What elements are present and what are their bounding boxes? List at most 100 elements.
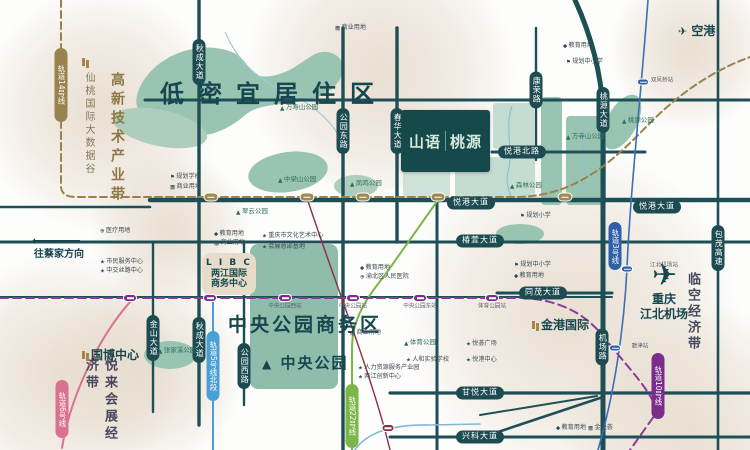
- poi-text: 商业用地: [220, 239, 245, 247]
- park-label: ▲万寿山公园: [280, 104, 318, 111]
- direction-caijia: 往蔡家方向: [32, 238, 84, 260]
- station-name-label: 中央公园西站: [268, 303, 302, 310]
- station-name-label: 碧津站: [631, 343, 649, 350]
- poi-text: 市民服务中心: [106, 258, 143, 266]
- metro-line-22: [351, 199, 439, 450]
- poi-label: ⊕医疗用地: [100, 228, 130, 234]
- poi-text: 中交丝路中心: [106, 267, 143, 275]
- road-label-pill: 包茂高速: [711, 225, 725, 271]
- park-icon: ▲: [262, 357, 274, 371]
- road-label-pill: 同茂大道: [519, 286, 567, 300]
- airport-city-label: ✈ 空港: [678, 24, 716, 38]
- poi-label: ◆教育用地: [563, 43, 593, 49]
- poi-label: ▦商业用地: [214, 240, 245, 246]
- landmark-star-icon: ★: [100, 267, 105, 274]
- park-icon: ▲: [510, 182, 515, 189]
- metro-line-pill: 轨道22号线: [345, 384, 359, 448]
- metro-line-branch: [306, 197, 391, 450]
- park-label: ▲方寺山公园: [566, 133, 604, 140]
- landmark-star-icon: ★: [358, 364, 363, 371]
- metro-station-marker: [203, 192, 219, 202]
- road-label-pill: 公园西路: [237, 343, 251, 389]
- poi-text: 重庆市文化艺术中心: [268, 232, 324, 240]
- park-icon: ▲: [280, 104, 285, 111]
- metro-station-marker: [299, 192, 315, 202]
- poi-text: 商业用地: [176, 183, 201, 191]
- planned-school-flag-icon: ⚑: [170, 173, 175, 180]
- station-name-label: 中央公园站: [339, 303, 367, 310]
- poi-label: ◆教育用地: [360, 265, 390, 271]
- park-label: ▲体育公园: [404, 339, 436, 346]
- road-label-pill: 桃源大道: [596, 87, 610, 133]
- poi-text: 规划小学: [526, 212, 551, 220]
- poi-label: ⚑规划学校: [170, 174, 201, 180]
- planned-school-flag-icon: ⚑: [566, 58, 571, 65]
- poi-label: ▦金悦荟: [588, 425, 613, 431]
- park-name: 凤鸣公园: [355, 180, 382, 188]
- road-label-pill: 悦港大道: [447, 196, 495, 210]
- airport-name: 重庆江北机场: [639, 292, 688, 321]
- road-label-pill: 公园东路: [336, 108, 350, 154]
- park-label: ▲桃源公园: [622, 117, 654, 124]
- park-label: ▲张家溪公园: [158, 347, 196, 354]
- poi-label: ★市民服务中心: [100, 259, 143, 265]
- education-icon: ◆: [360, 264, 365, 271]
- poi-label: ◆教育用地: [556, 425, 586, 431]
- poi-text: 规划学校: [176, 173, 201, 181]
- poi-text: 两江创新中心: [364, 373, 401, 381]
- poi-text: 教育用地: [365, 264, 391, 272]
- road-label-pill: 悦港大道: [633, 200, 681, 214]
- shopping-icon: ▦: [588, 424, 594, 431]
- poi-text: 教育用地: [561, 424, 587, 432]
- road-label-pill: 秋成大道: [192, 39, 206, 85]
- poi-label: ★重庆市文化艺术中心: [262, 233, 323, 239]
- road-label-pill: 甘悦大道: [456, 386, 504, 400]
- data-valley-label: 仙桃国际大数据谷: [83, 72, 94, 176]
- poi-label: ◆教育用地: [514, 273, 544, 279]
- jingang-intl-label: 金港国际: [532, 316, 589, 333]
- poi-label: ★中交丝路中心: [100, 268, 143, 274]
- park-icon: ▲: [278, 176, 283, 183]
- poi-text: 教育用地: [219, 230, 245, 238]
- poi-label: ◆教育用地: [214, 231, 244, 237]
- expo-belt-label: 悦来会展经济带: [83, 358, 117, 443]
- road-label-pill: 秋成大道: [192, 317, 206, 363]
- park-icon: ▲: [350, 180, 355, 187]
- hi-tech-belt-label: 高新技术产业带: [109, 72, 125, 205]
- poi-text: 会展总部基地: [268, 243, 305, 251]
- poi-text: 规划中小学: [520, 261, 551, 269]
- poi-text: 商业用地: [356, 329, 381, 337]
- landmark-star-icon: ★: [466, 340, 471, 347]
- poi-text: 人和实验学校: [412, 356, 449, 364]
- road-label-pill: 悦港北路: [498, 145, 546, 159]
- metro-line-pill: 轨道10号线: [651, 353, 665, 419]
- park-label: ▲凤鸣公园: [350, 180, 382, 188]
- station-name-label: 体育公园站: [478, 303, 506, 310]
- road-label-pill: 兴科大道: [456, 430, 504, 444]
- poi-label: ★人和实验学校: [406, 357, 449, 363]
- poi-label: ⊕渝北区人民医院: [360, 274, 409, 280]
- poi-label: ★悦港中心: [466, 357, 497, 363]
- landmark-star-icon: ★: [100, 258, 105, 265]
- poi-label: ⚑规划小学: [520, 213, 551, 219]
- landmark-star-icon: ★: [358, 373, 363, 380]
- expo-center-label: 国博中心: [82, 346, 139, 363]
- park-label: ▲中梁山公园: [278, 176, 316, 183]
- park-name: 翠云公园: [241, 208, 268, 216]
- project-logo: 山语 桃源: [401, 110, 490, 172]
- landmark-star-icon: ★: [262, 232, 267, 239]
- education-icon: ◆: [556, 424, 561, 431]
- poi-label: ★会展总部基地: [262, 244, 305, 250]
- road-label-pill: 机场路: [595, 328, 609, 366]
- station-name-label: 双凤桥站: [650, 77, 674, 84]
- hospital-icon: ⊕: [100, 227, 105, 234]
- metro-line-pill: 轨道6号线: [55, 380, 69, 438]
- poi-text: 悦荟广场: [472, 340, 497, 348]
- logo-divider: [445, 131, 446, 151]
- metro-station-marker: [355, 192, 371, 202]
- education-icon: ◆: [514, 272, 519, 279]
- metro-line-pill: 轨道3号线: [608, 222, 622, 270]
- metro-station-marker: [278, 294, 292, 302]
